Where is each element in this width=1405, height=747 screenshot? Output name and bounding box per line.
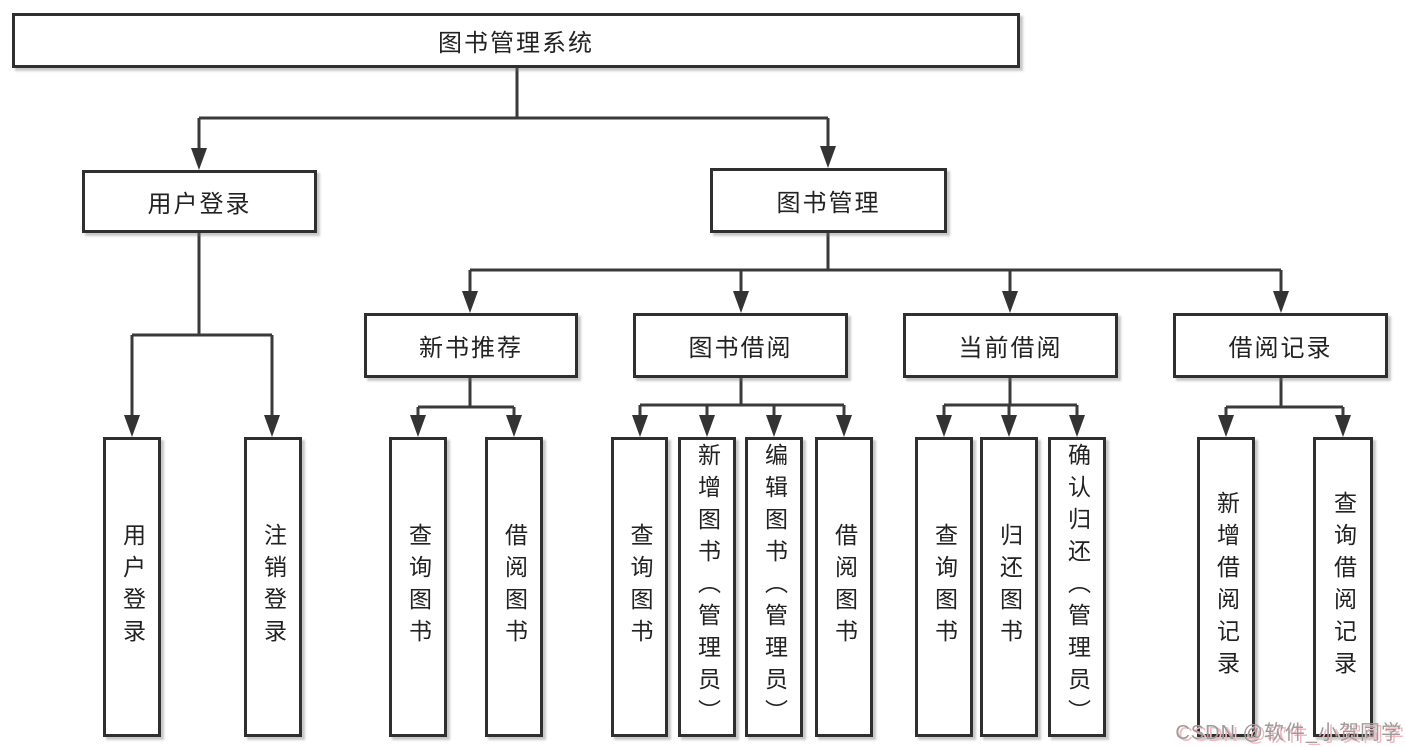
connector-new-book <box>416 378 516 418</box>
node-leaf-bb-query-label: 查询图书 <box>627 523 653 651</box>
node-leaf-logout: 注销登录 <box>244 437 302 737</box>
connector-borrow-record <box>1224 378 1345 418</box>
node-leaf-cb-confirm: 确认归还（管理员） <box>1048 437 1106 737</box>
node-leaf-br-add: 新增借阅记录 <box>1197 437 1255 737</box>
node-leaf-nb-query: 查询图书 <box>389 437 447 737</box>
node-book-mgmt: 图书管理 <box>710 168 947 233</box>
node-leaf-user-login-label: 用户登录 <box>119 523 146 651</box>
node-current-borrow: 当前借阅 <box>903 313 1118 378</box>
node-leaf-nb-borrow: 借阅图书 <box>485 437 543 737</box>
node-leaf-br-query-label: 查询借阅记录 <box>1330 491 1357 683</box>
node-leaf-bb-add-label: 新增图书（管理员） <box>694 443 721 731</box>
node-leaf-br-query: 查询借阅记录 <box>1313 437 1373 737</box>
node-leaf-cb-return-label: 归还图书 <box>996 523 1023 651</box>
arrowheads <box>124 146 1351 437</box>
connector-current-borrow <box>942 378 1079 418</box>
node-leaf-nb-query-label: 查询图书 <box>405 523 432 651</box>
connector-root <box>197 68 830 152</box>
node-user-login-label: 用户登录 <box>147 191 252 218</box>
node-current-borrow-label: 当前借阅 <box>958 335 1063 362</box>
node-leaf-cb-query: 查询图书 <box>915 437 973 737</box>
node-leaf-nb-borrow-label: 借阅图书 <box>501 523 528 651</box>
connector-book-borrow <box>638 378 846 418</box>
node-root-label: 图书管理系统 <box>438 30 594 57</box>
node-leaf-bb-query: 查询图书 <box>611 437 668 737</box>
node-book-mgmt-label: 图书管理 <box>776 190 881 217</box>
node-leaf-br-add-label: 新增借阅记录 <box>1213 491 1240 683</box>
node-new-book-rec: 新书推荐 <box>364 313 578 378</box>
node-book-borrow: 图书借阅 <box>633 313 848 378</box>
node-leaf-logout-label: 注销登录 <box>260 523 287 651</box>
node-leaf-cb-query-label: 查询图书 <box>931 523 958 651</box>
node-leaf-bb-borrow-label: 借阅图书 <box>831 523 858 651</box>
node-borrow-record-label: 借阅记录 <box>1228 335 1333 362</box>
node-leaf-bb-borrow: 借阅图书 <box>815 437 873 737</box>
node-leaf-cb-return: 归还图书 <box>980 437 1038 737</box>
node-book-borrow-label: 图书借阅 <box>688 335 793 362</box>
connector-book-mgmt <box>468 233 1283 294</box>
node-leaf-bb-edit-label: 编辑图书（管理员） <box>761 443 788 731</box>
node-leaf-bb-edit: 编辑图书（管理员） <box>745 437 803 737</box>
node-leaf-cb-confirm-label: 确认归还（管理员） <box>1064 443 1091 731</box>
watermark: CSDN @软件_小贺同学 <box>1175 722 1402 744</box>
node-user-login: 用户登录 <box>82 170 317 233</box>
node-root: 图书管理系统 <box>12 13 1020 68</box>
node-leaf-bb-add: 新增图书（管理员） <box>678 437 736 737</box>
connector-user-login <box>130 233 274 418</box>
node-leaf-user-login: 用户登录 <box>103 437 161 737</box>
node-borrow-record: 借阅记录 <box>1173 313 1388 378</box>
node-new-book-rec-label: 新书推荐 <box>419 335 523 362</box>
